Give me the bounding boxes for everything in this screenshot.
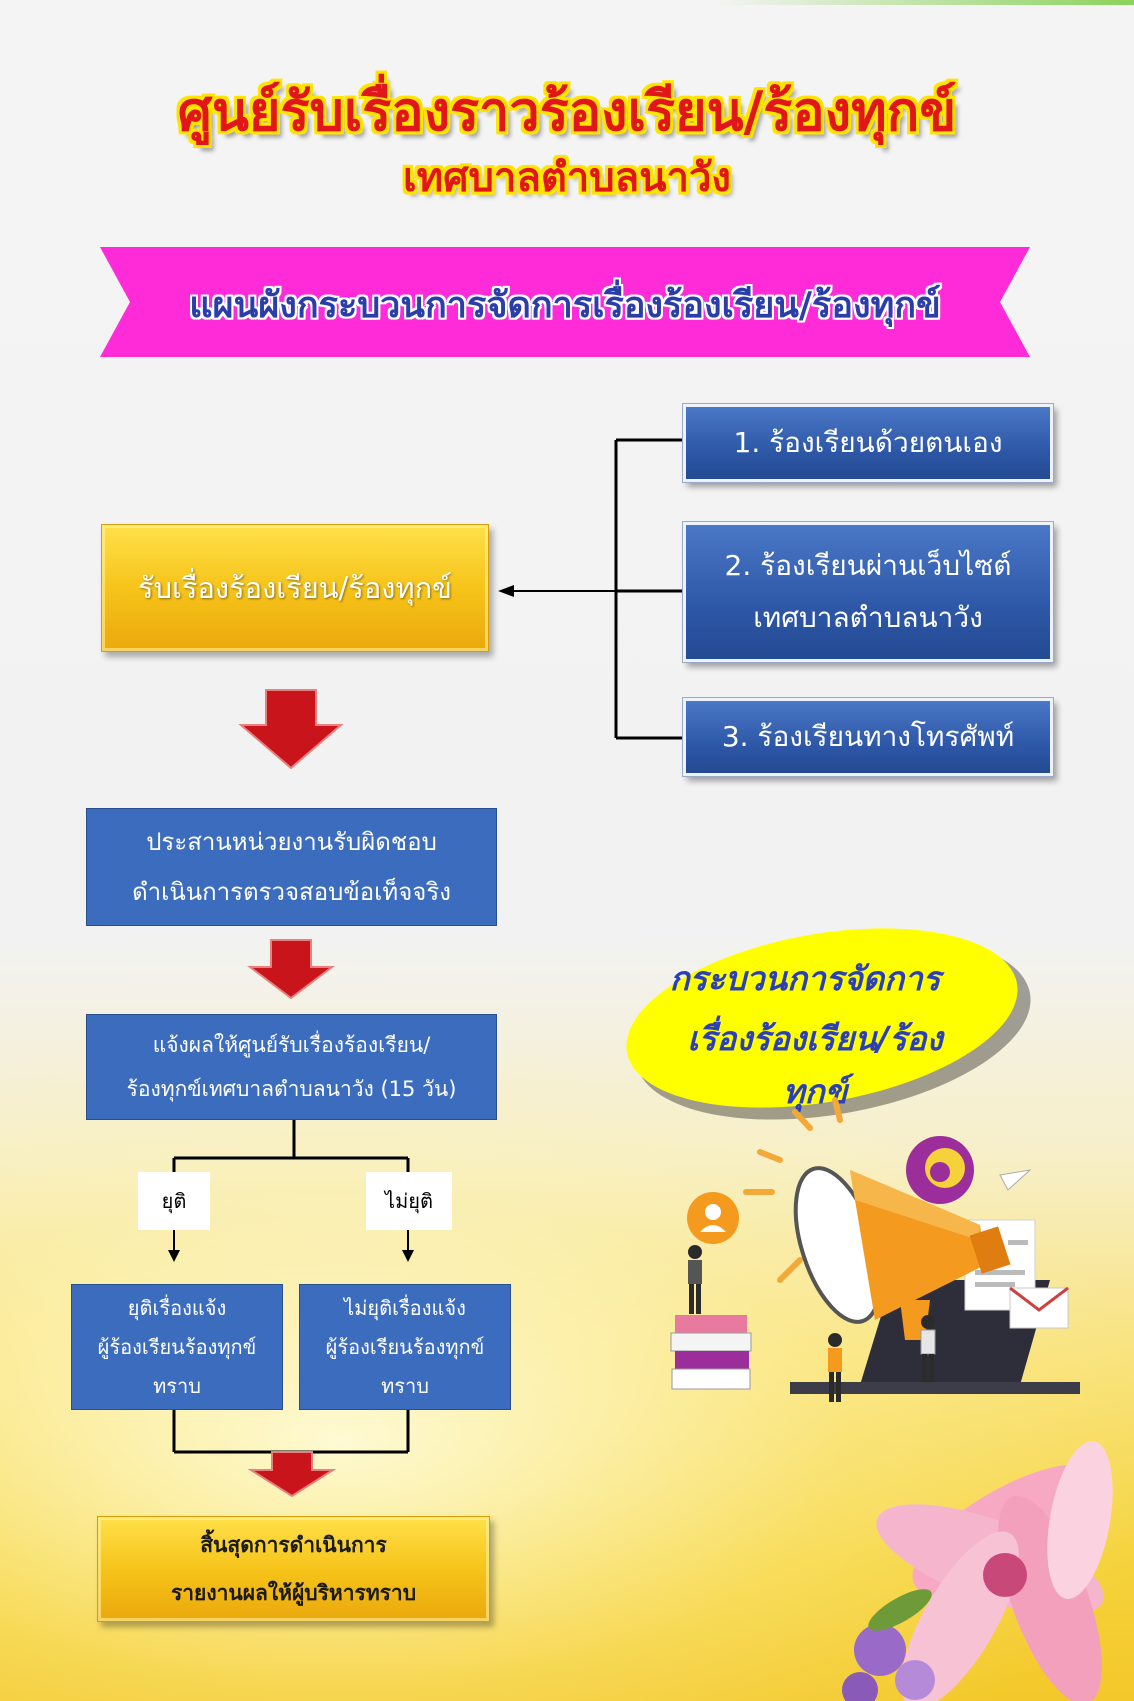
channel-2-sublabel: เทศบาลตำบลนาวัง <box>753 601 983 634</box>
coordinate-line2: ดำเนินการตรวจสอบข้อเท็จจริง <box>132 878 451 906</box>
bubble-line2: เรื่องร้องเรียน/ร้องทุกข์ <box>687 1019 943 1111</box>
channel-3-label: 3. ร้องเรียนทางโทรศัพท์ <box>721 720 1015 753</box>
banner-ribbon <box>100 247 1030 357</box>
unresolved-label: ไม่ยุติ <box>366 1172 452 1230</box>
report-box: แจ้งผลให้ศูนย์รับเรื่องร้องเรียน/ ร้องทุ… <box>86 1014 497 1120</box>
coordinate-box: ประสานหน่วยงานรับผิดชอบ ดำเนินการตรวจสอบ… <box>86 808 497 926</box>
end-step-line2: รายงานผลให้ผู้บริหารทราบ <box>170 1581 417 1605</box>
channel-website: 2. ร้องเรียนผ่านเว็บไซต์ เทศบาลตำบลนาวัง <box>683 522 1053 662</box>
unresolved-box-line3: ทราบ <box>381 1373 429 1398</box>
person-figure-2 <box>828 1333 842 1402</box>
page-title: ศูนย์รับเรื่องราวร้องเรียน/ร้องทุกข์ <box>177 80 957 143</box>
resolved-box-line3: ทราบ <box>153 1373 201 1398</box>
coordinate-line1: ประสานหน่วยงานรับผิดชอบ <box>146 828 437 856</box>
arrow-down-2 <box>247 939 335 1000</box>
unresolved-box: ไม่ยุติเรื่องแจ้ง ผู้ร้องเรียนร้องทุกข์ … <box>299 1284 511 1410</box>
resolved-box: ยุติเรื่องแจ้ง ผู้ร้องเรียนร้องทุกข์ ทรา… <box>71 1284 283 1410</box>
receive-complaint-label: รับเรื่องร้องเรียน/ร้องทุกข์ <box>138 571 452 605</box>
top-accent-strip <box>714 0 1134 5</box>
end-step-line1: สิ้นสุดการดำเนินการ <box>200 1533 387 1557</box>
channel-1-label: 1. ร้องเรียนด้วยตนเอง <box>733 426 1003 459</box>
channel-2-label: 2. ร้องเรียนผ่านเว็บไซต์ <box>724 549 1012 582</box>
resolved-label: ยุติ <box>138 1172 210 1230</box>
channel-phone: 3. ร้องเรียนทางโทรศัพท์ <box>683 698 1053 776</box>
person-figure-3 <box>920 1315 936 1382</box>
unresolved-box-line1: ไม่ยุติเรื่องแจ้ง <box>344 1295 466 1320</box>
arrow-down-3 <box>247 1451 337 1498</box>
channel-in-person: 1. ร้องเรียนด้วยตนเอง <box>683 404 1053 482</box>
books-icon <box>670 1315 752 1390</box>
user-profile-icon <box>687 1192 739 1244</box>
resolved-box-line1: ยุติเรื่องแจ้ง <box>127 1295 227 1320</box>
banner-title: แผนผังกระบวนการจัดการเรื่องร้องเรียน/ร้อ… <box>189 285 941 326</box>
person-figure-1 <box>688 1245 702 1314</box>
page-subtitle: เทศบาลตำบลนาวัง <box>403 155 731 201</box>
receive-complaint-box: รับเรื่องร้องเรียน/ร้องทุกข์ <box>101 524 489 652</box>
envelope-icon <box>1009 1286 1069 1329</box>
report-line2: ร้องทุกข์เทศบาลตำบลนาวัง (15 วัน) <box>126 1077 457 1101</box>
unresolved-box-line2: ผู้ร้องเรียนร้องทุกข์ <box>325 1334 485 1359</box>
paper-plane-icon <box>999 1169 1032 1191</box>
bubble-line1: กระบวนการจัดการ <box>669 959 941 998</box>
arrow-down-1 <box>238 689 344 770</box>
megaphone-icon <box>793 1166 1011 1340</box>
spiral-icon <box>906 1136 974 1204</box>
resolved-box-line2: ผู้ร้องเรียนร้องทุกข์ <box>97 1334 257 1359</box>
end-step-box: สิ้นสุดการดำเนินการ รายงานผลให้ผู้บริหาร… <box>97 1516 490 1622</box>
report-line1: แจ้งผลให้ศูนย์รับเรื่องร้องเรียน/ <box>152 1033 431 1057</box>
